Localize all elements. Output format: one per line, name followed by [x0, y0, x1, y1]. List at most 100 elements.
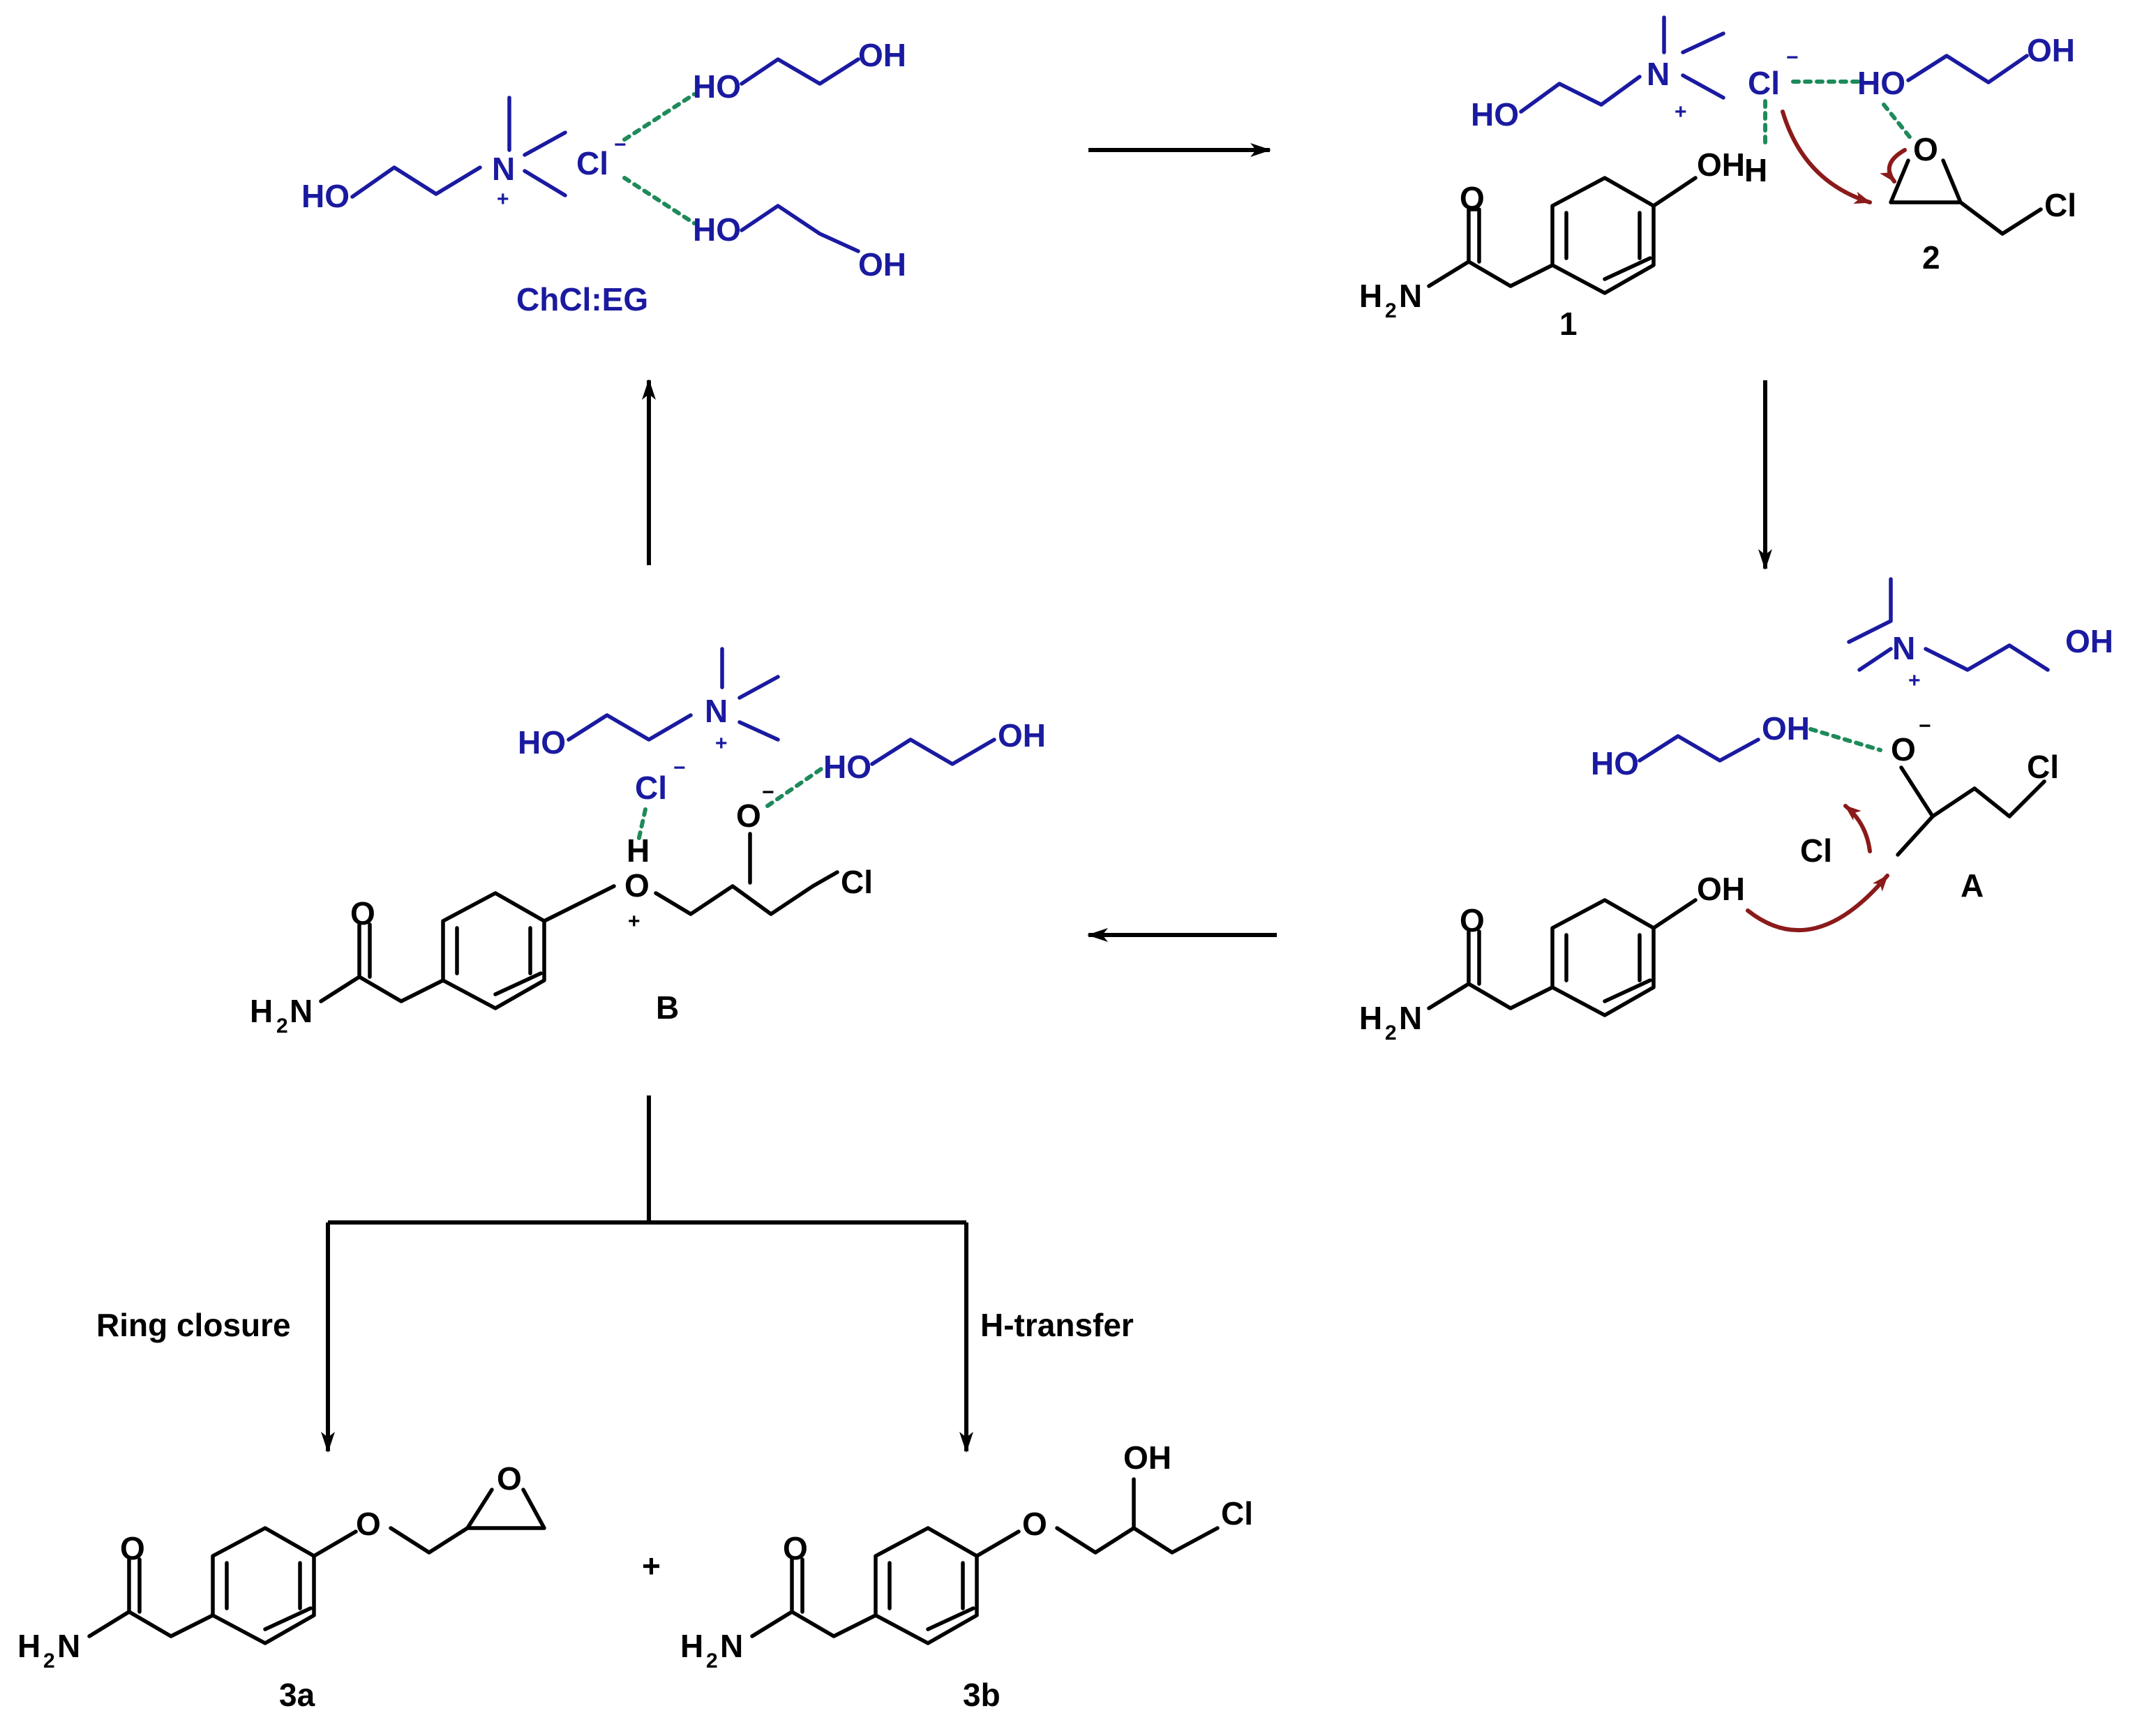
bond [1651, 176, 1698, 208]
atom-label: O [1460, 180, 1485, 216]
product-3a: H 2 N O O O 3a [17, 1460, 546, 1713]
atom-label: OH [1697, 871, 1745, 907]
atom-label: OH [2065, 623, 2113, 659]
bond [975, 1529, 1021, 1558]
branch-arrows: Ring closure H-transfer [96, 1095, 1134, 1453]
label-product-3a: 3a [279, 1677, 315, 1713]
hydrogen-bond [622, 92, 696, 225]
atom-label: Cl [2027, 749, 2059, 785]
bond [1550, 898, 1656, 1017]
hydrogen-bond [636, 765, 825, 843]
atom-label: + [1675, 100, 1687, 124]
bond [1638, 734, 1760, 763]
atom-label: Cl [2044, 187, 2076, 223]
atom-label: OH [1762, 710, 1810, 747]
atom-label: − [1786, 46, 1799, 69]
atom-label: N [290, 993, 313, 1029]
electron-arrow [1746, 874, 1889, 933]
complex-1-2: HO N + Cl − HO OH H 2 N O OH H 1 O Cl 2 [1359, 15, 2076, 342]
atom-label: H [1744, 152, 1767, 188]
bond [874, 1526, 979, 1645]
atom-label: HO [823, 749, 871, 785]
bond [1427, 207, 1555, 288]
atom-label: − [1919, 714, 1931, 738]
product-3b: H 2 N O O OH Cl 3b [680, 1439, 1253, 1713]
atom-label: Cl [841, 864, 873, 900]
atom-label: HO [1857, 65, 1905, 101]
atom-label: O [497, 1460, 522, 1497]
atom-label: HO [1591, 745, 1639, 781]
atom-label: OH [1123, 1439, 1171, 1476]
atom-label: H [250, 993, 273, 1029]
bond [1550, 176, 1656, 295]
atom-label: O [1022, 1506, 1047, 1542]
atom-label: 2 [1385, 299, 1397, 322]
atom-label: − [614, 133, 627, 156]
atom-label: Cl [1221, 1495, 1253, 1532]
bond [740, 57, 860, 86]
atom-label: N [492, 151, 515, 187]
atom-label: O [120, 1530, 145, 1566]
atom-label: N [1399, 1000, 1422, 1036]
atom-label: O [356, 1506, 381, 1542]
atom-label: Cl [635, 770, 667, 806]
bond [319, 922, 445, 1003]
atom-label: H [680, 1628, 703, 1664]
intermediate-b: HO N + HO OH Cl − H O + O − Cl B H 2 N O [250, 647, 1046, 1038]
atom-label: + [628, 910, 640, 933]
atom-label: O [736, 798, 761, 834]
cycle-arrows [642, 143, 1772, 942]
bond [542, 884, 616, 923]
atom-label: Cl [576, 145, 608, 181]
atom-label: O [624, 867, 650, 904]
bond [389, 1488, 546, 1555]
atom-label: OH [858, 246, 906, 283]
bond [350, 165, 482, 199]
bond [1847, 577, 1893, 672]
label-chcl-eg: ChCl:EG [516, 281, 648, 317]
hydrogen-bond [1808, 727, 1882, 752]
electron-arrow [1843, 804, 1872, 853]
electron-arrow [1880, 148, 1907, 184]
bond [1651, 898, 1698, 930]
bond [87, 1557, 215, 1638]
electron-arrow [1781, 110, 1872, 204]
bond [1906, 54, 2029, 84]
atom-label: Cl [1800, 832, 1832, 869]
atom-label: + [715, 732, 728, 755]
label-product-3b: 3b [963, 1677, 1001, 1713]
atom-label: H [1359, 1000, 1382, 1036]
bond [750, 1557, 878, 1638]
atom-label: 2 [1385, 1022, 1397, 1045]
atom-label: Cl [1748, 65, 1780, 101]
label-compound-2: 2 [1922, 239, 1940, 276]
atom-label: N [1647, 56, 1670, 92]
atom-label: O [1460, 902, 1485, 938]
atom-label: HO [693, 68, 741, 105]
atom-label: HO [301, 178, 350, 214]
bond [1899, 765, 2046, 818]
atom-label: HO [693, 211, 741, 248]
atom-label: O [1913, 131, 1938, 167]
atom-label: O [350, 895, 375, 931]
label-intermediate-a: A [1961, 867, 1984, 904]
bond [1924, 643, 2050, 672]
atom-label: O [1891, 731, 1916, 768]
bond [654, 884, 815, 916]
bond [507, 96, 567, 197]
atom-label: N [705, 693, 728, 729]
branch-line [326, 1095, 968, 1389]
hydrogen-bond [1882, 103, 1914, 142]
atom-label: H [1359, 278, 1382, 314]
atom-label: N [720, 1628, 743, 1664]
atom-label: OH [1697, 147, 1745, 183]
atom-label: H [17, 1628, 40, 1664]
bond [1055, 1526, 1220, 1555]
bond [720, 647, 780, 742]
hydrogen-bond [1763, 80, 1861, 149]
atom-label: 2 [276, 1015, 288, 1038]
bond [1889, 158, 2043, 236]
atom-label: − [762, 781, 774, 804]
label-intermediate-b: B [656, 989, 679, 1026]
atom-label: 2 [706, 1649, 718, 1673]
